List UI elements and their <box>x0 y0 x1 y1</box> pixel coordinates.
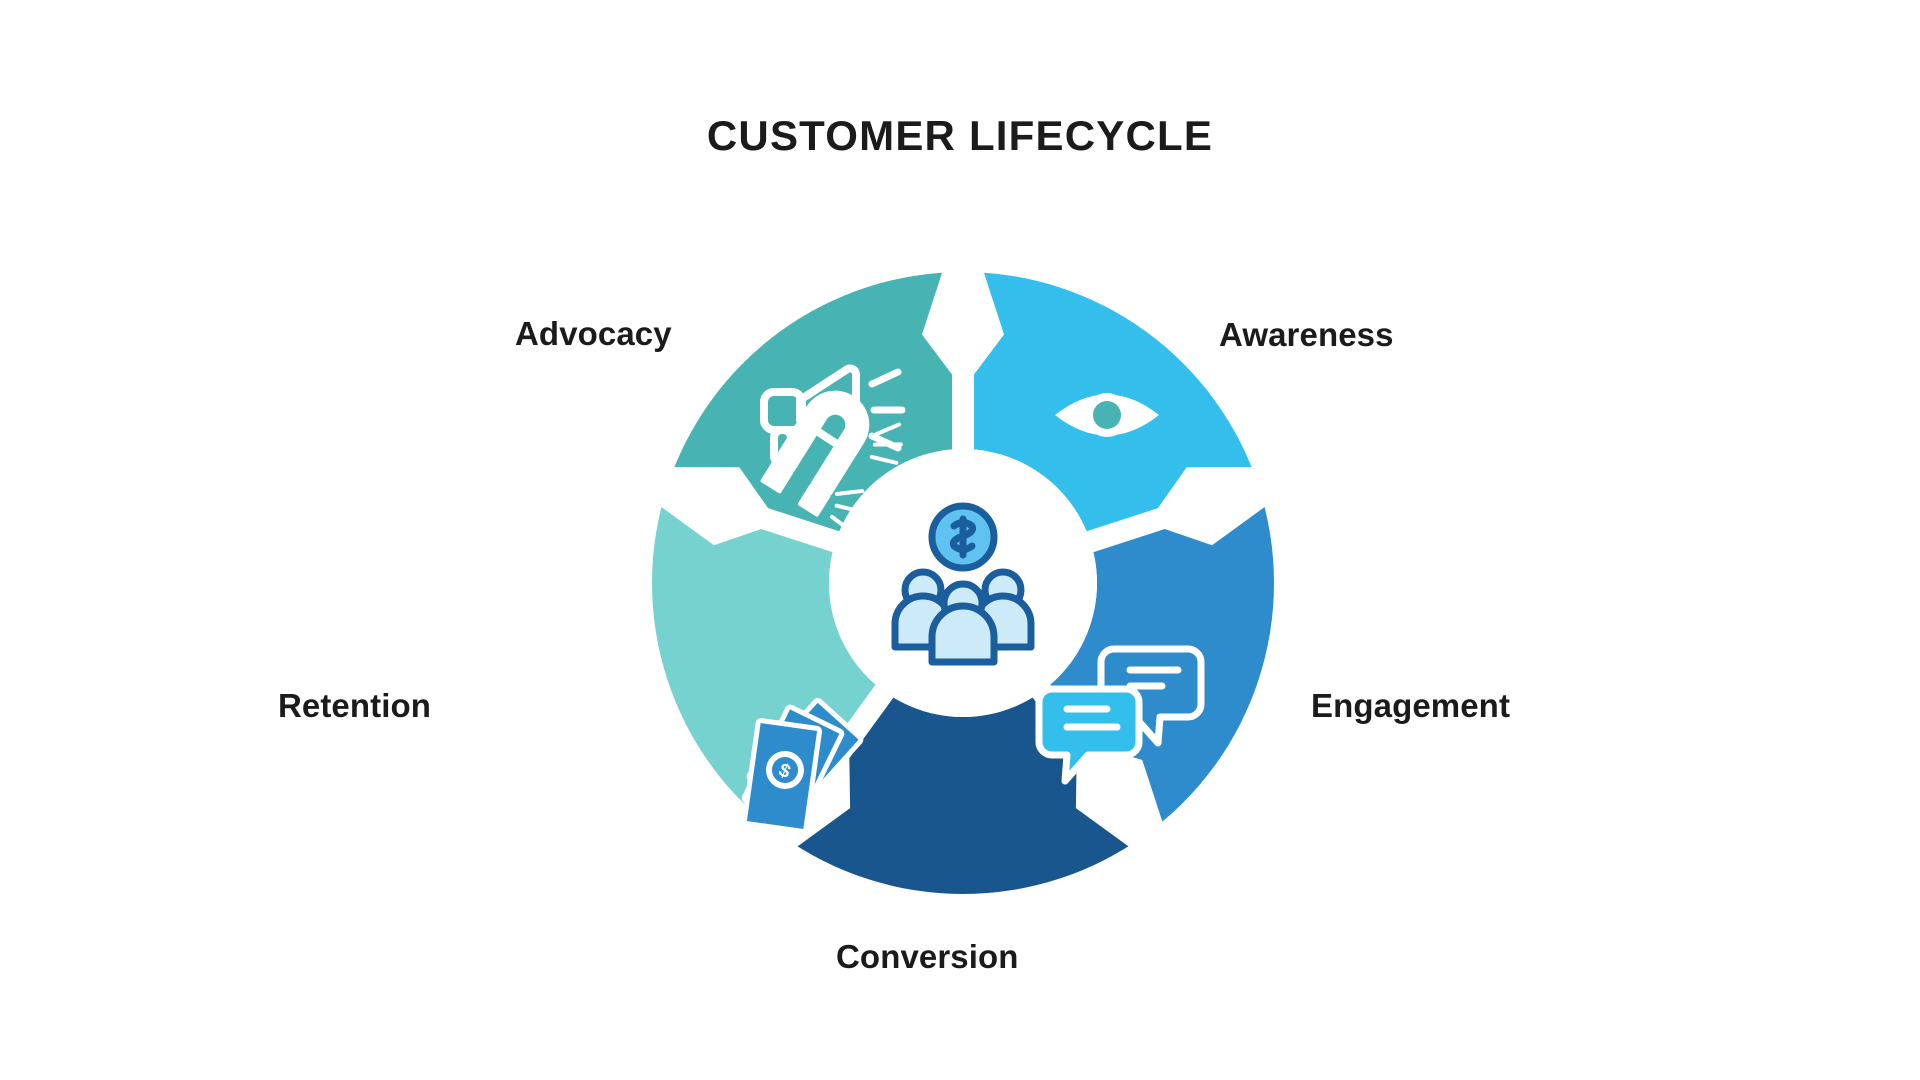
segment-label-engagement: Engagement <box>1311 687 1511 724</box>
page-title: CUSTOMER LIFECYCLE <box>706 112 1214 159</box>
customer-lifecycle-wheel: $ <box>652 272 1274 894</box>
banknotes-dollar-icon: $ <box>741 698 864 834</box>
segment-label-retention: Retention <box>277 687 431 724</box>
chat-bubbles-icon <box>1035 645 1205 785</box>
chevron-separator-engagement <box>922 272 1004 583</box>
segment-label-conversion: Conversion <box>836 938 1019 975</box>
segment-label-awareness: Awareness <box>1219 316 1394 353</box>
megaphone-icon <box>760 364 906 468</box>
wedge-retention[interactable] <box>780 583 1146 894</box>
segment-label-advocacy: Advocacy <box>515 315 672 352</box>
wheel-svg: $ <box>652 272 1274 894</box>
customers-with-dollar-coin-icon <box>891 502 1035 666</box>
eye-icon <box>1055 393 1159 437</box>
